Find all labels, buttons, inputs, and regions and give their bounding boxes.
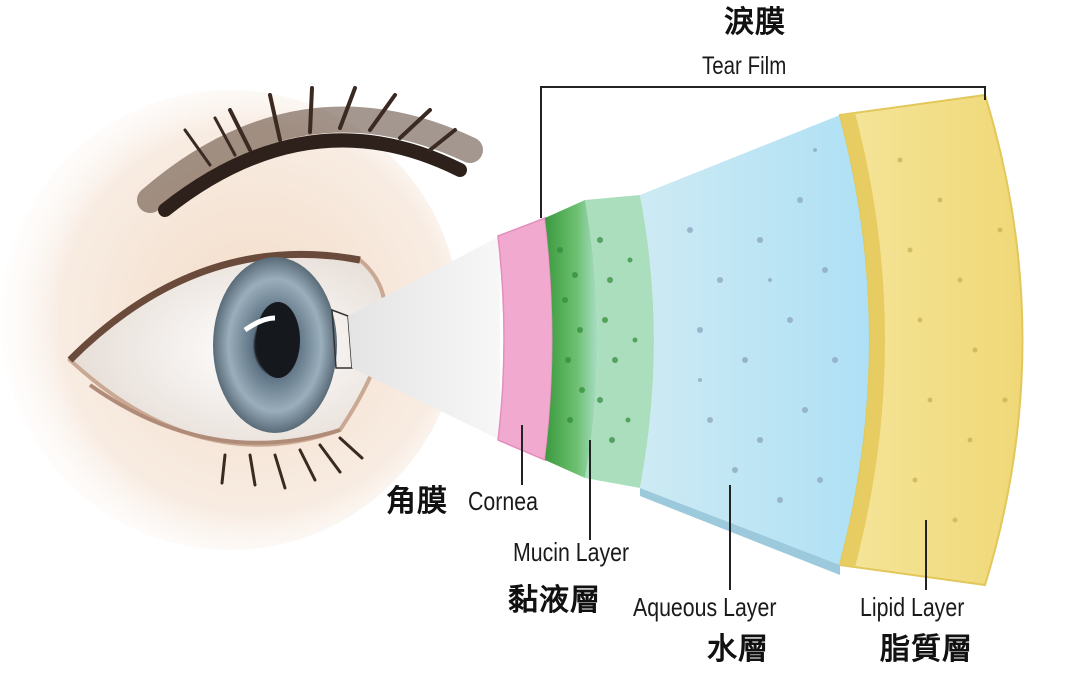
mucin-label-en: Mucin Layer [513, 539, 629, 565]
mucin-label-zh: 黏液層 [508, 586, 601, 616]
lipid-label-en: Lipid Layer [860, 594, 964, 620]
cornea-layer [498, 218, 553, 460]
aqueous-label-zh: 水層 [707, 635, 769, 665]
aqueous-label-en: Aqueous Layer [633, 594, 776, 620]
iris [213, 257, 337, 433]
mucin-layer [545, 200, 598, 478]
tear-film-label-en: Tear Film [702, 54, 786, 79]
aqueous-layer [640, 115, 870, 565]
tear-film-label-zh: 淚膜 [724, 8, 786, 38]
cornea-label-en: Cornea [468, 488, 538, 514]
cornea-label-zh: 角膜 [386, 487, 448, 517]
pupil [256, 302, 300, 378]
lipid-label-zh: 脂質層 [880, 635, 973, 665]
